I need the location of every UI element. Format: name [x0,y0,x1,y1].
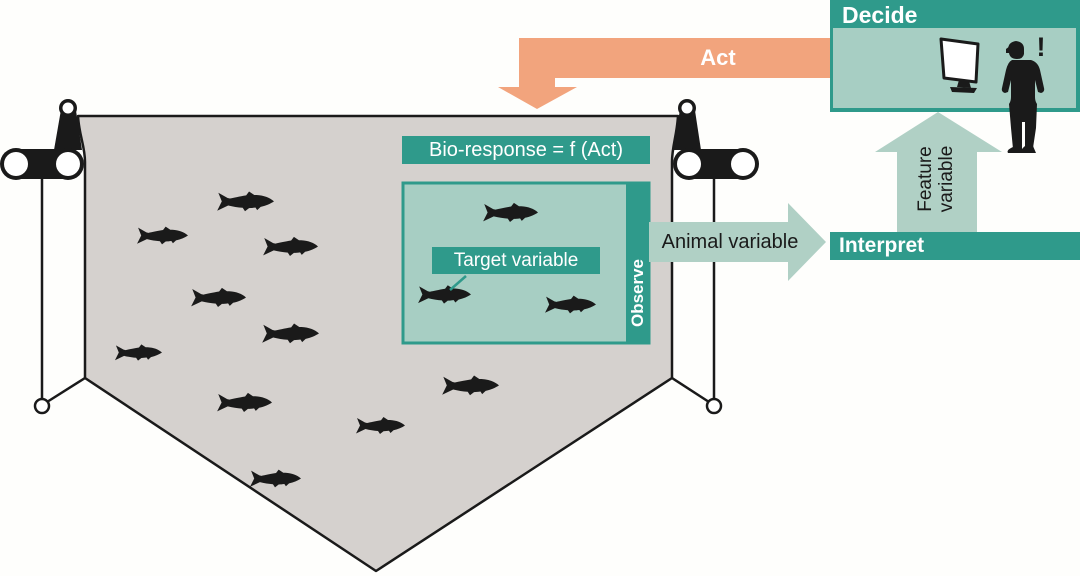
float-buoy-left [0,99,84,180]
bio-response-label: Bio-response = f (Act) [402,136,650,164]
observe-strip [626,184,649,342]
target-variable-label: Target variable [432,247,600,274]
observe-label: Observe [628,258,647,328]
person-silhouette [1001,41,1045,153]
alert-exclamation: ! [1036,32,1046,62]
animal-variable-arrow [649,203,826,281]
monitor-icon [939,37,980,93]
interpret-label: Interpret [830,232,1080,260]
feature-variable-line1: Feature [915,146,936,212]
mooring-line-right [671,179,716,404]
float-buoy-right [673,99,759,180]
weight-ring-right [705,397,723,415]
weight-ring-left [33,397,51,415]
act-label: Act [700,45,736,70]
feature-variable-line2: variable [936,145,957,213]
mooring-line-left [40,179,86,404]
decide-label: Decide [842,2,918,28]
act-arrow [498,38,830,109]
feature-variable-arrow [875,112,1002,232]
target-pointer-line [449,275,467,291]
animal-variable-label: Animal variable [661,231,799,253]
feature-variable-label: Feature variable [915,129,959,229]
